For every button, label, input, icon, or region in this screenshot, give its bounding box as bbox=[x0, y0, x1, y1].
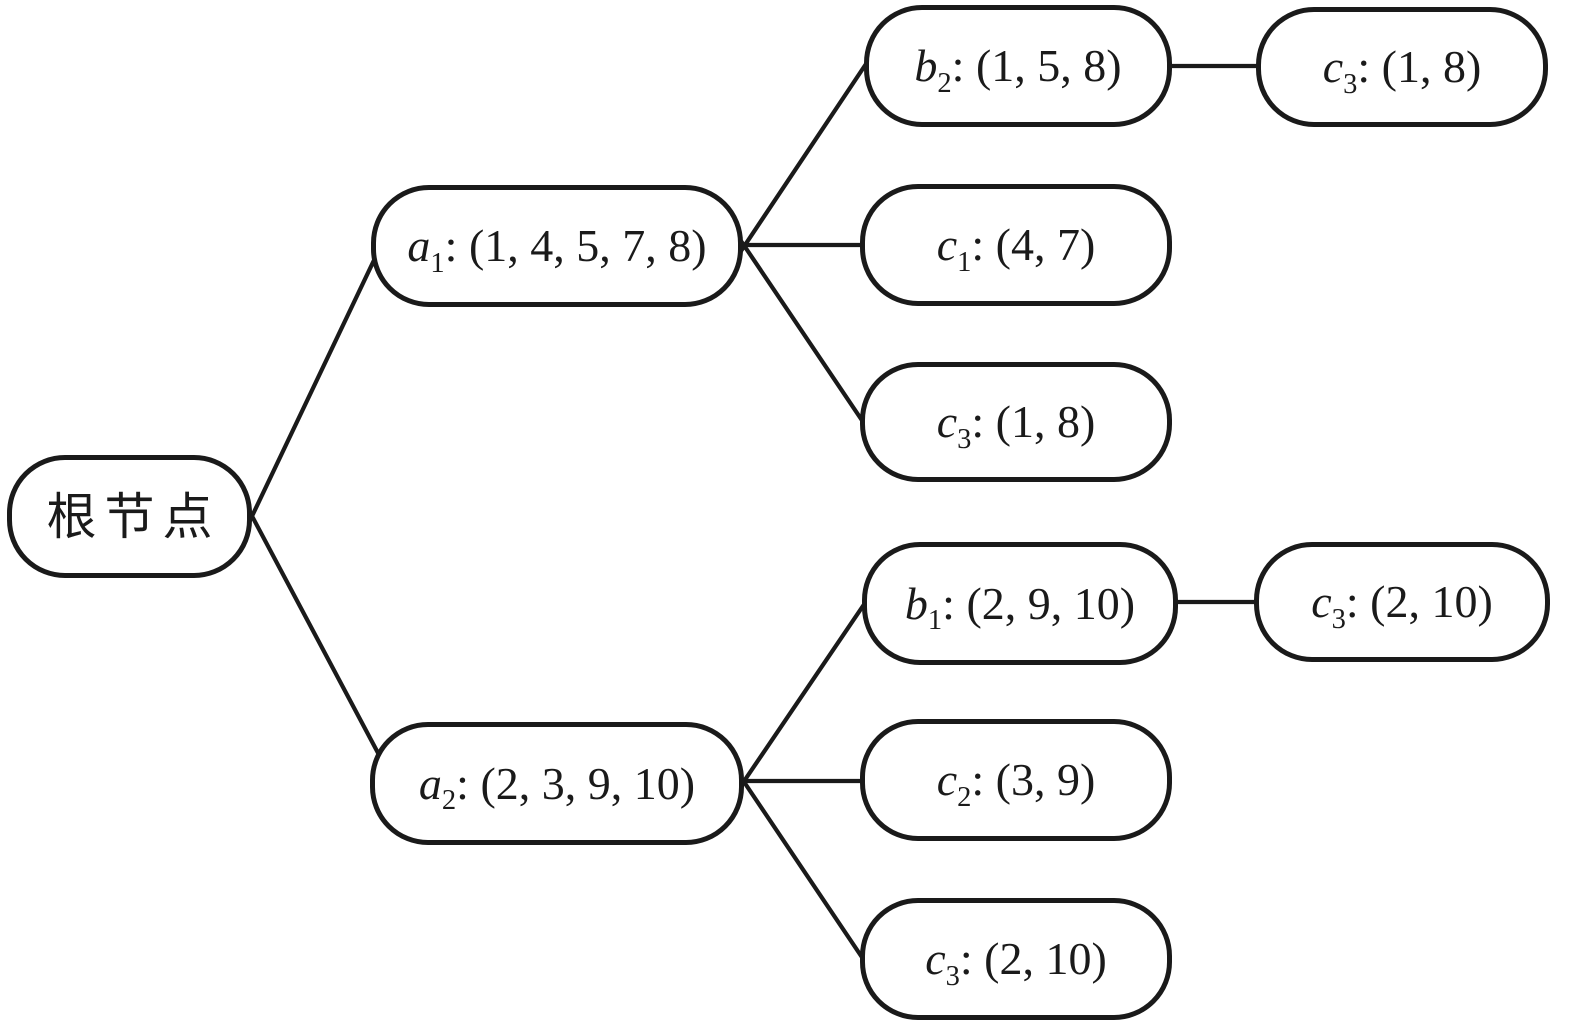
node-b1: b1: (2, 9, 10) bbox=[862, 542, 1178, 665]
node-values: : (1, 5, 8) bbox=[951, 40, 1122, 91]
node-c3-of-a2-label: c3: (2, 10) bbox=[925, 933, 1107, 991]
node-subscript: 3 bbox=[957, 423, 972, 455]
node-subscript: 3 bbox=[945, 960, 960, 992]
node-a1: a1: (1, 4, 5, 7, 8) bbox=[371, 185, 743, 307]
node-c2-label: c2: (3, 9) bbox=[936, 754, 1096, 812]
node-values: : (2, 9, 10) bbox=[942, 577, 1136, 629]
node-subscript: 1 bbox=[430, 247, 445, 279]
node-letter: c bbox=[936, 219, 958, 270]
node-c3-of-a1-label: c3: (1, 8) bbox=[936, 396, 1096, 454]
node-subscript: 1 bbox=[957, 246, 972, 278]
node-subscript: 3 bbox=[1331, 603, 1346, 635]
node-root: 根节点 bbox=[7, 455, 252, 578]
node-values: : (2, 10) bbox=[959, 933, 1107, 984]
node-c3-of-b2-label: c3: (1, 8) bbox=[1322, 41, 1482, 99]
node-subscript: 2 bbox=[937, 67, 952, 99]
node-c3-of-a2: c3: (2, 10) bbox=[860, 898, 1172, 1020]
node-letter: b bbox=[914, 40, 938, 91]
node-subscript: 2 bbox=[441, 785, 457, 817]
node-c1: c1: (4, 7) bbox=[860, 184, 1172, 306]
edge-a1-b2 bbox=[734, 34, 887, 260]
node-a2-label: a2: (2, 3, 9, 10) bbox=[418, 757, 696, 815]
node-letter: c bbox=[1311, 576, 1332, 627]
node-values: : (4, 7) bbox=[971, 219, 1096, 270]
node-letter: c bbox=[936, 754, 958, 805]
node-letter: a bbox=[418, 757, 442, 809]
node-b2-label: b2: (1, 5, 8) bbox=[914, 40, 1122, 98]
node-c1-label: c1: (4, 7) bbox=[936, 219, 1096, 277]
node-root-label: 根节点 bbox=[46, 488, 221, 545]
node-subscript: 3 bbox=[1343, 68, 1358, 100]
node-letter: b bbox=[904, 577, 928, 629]
node-subscript: 2 bbox=[957, 781, 972, 813]
node-letter: c bbox=[936, 396, 958, 447]
node-values: : (1, 8) bbox=[971, 396, 1096, 447]
node-c2: c2: (3, 9) bbox=[860, 719, 1172, 841]
node-values: : (1, 4, 5, 7, 8) bbox=[444, 220, 707, 271]
node-letter: a bbox=[407, 220, 431, 271]
edge-a1-c3a1 bbox=[734, 232, 887, 456]
node-b1-label: b1: (2, 9, 10) bbox=[904, 577, 1136, 635]
node-values: : (1, 8) bbox=[1357, 41, 1482, 92]
edge-a2-c3a2 bbox=[733, 767, 887, 993]
node-c3-of-a1: c3: (1, 8) bbox=[860, 362, 1172, 482]
edge-root-a1 bbox=[241, 232, 389, 536]
node-c3-of-b1-label: c3: (2, 10) bbox=[1311, 576, 1493, 634]
node-values: : (3, 9) bbox=[971, 754, 1096, 805]
edge-a2-b1 bbox=[733, 572, 887, 796]
node-subscript: 1 bbox=[927, 605, 943, 637]
node-values: : (2, 10) bbox=[1345, 576, 1493, 627]
node-a1-label: a1: (1, 4, 5, 7, 8) bbox=[407, 220, 707, 278]
node-letter: c bbox=[925, 933, 946, 984]
node-c3-of-b2: c3: (1, 8) bbox=[1256, 7, 1548, 127]
node-b2: b2: (1, 5, 8) bbox=[864, 5, 1172, 127]
node-values: : (2, 3, 9, 10) bbox=[456, 757, 696, 809]
node-c3-of-b1: c3: (2, 10) bbox=[1254, 542, 1550, 662]
node-a2: a2: (2, 3, 9, 10) bbox=[370, 722, 744, 845]
node-letter: c bbox=[1322, 41, 1344, 92]
edge-root-a2 bbox=[241, 498, 389, 771]
